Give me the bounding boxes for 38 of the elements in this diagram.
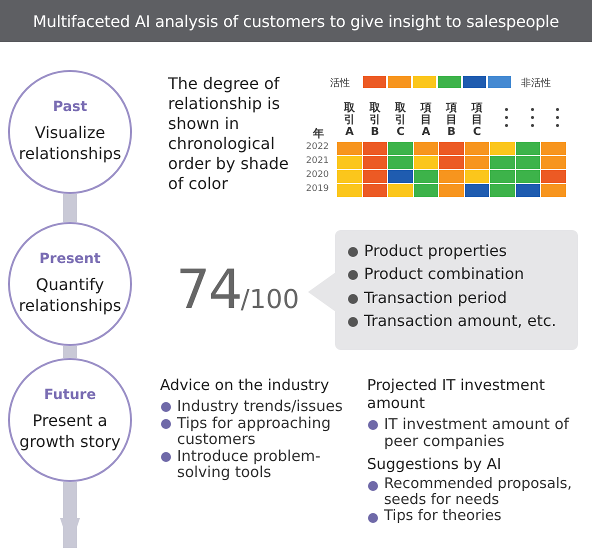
row-header: 2020: [306, 170, 329, 180]
bullet-item: Product combination: [347, 263, 570, 286]
scale-label: 非活性: [521, 76, 551, 90]
connector-arrow: [60, 482, 80, 548]
callout-box: [335, 230, 578, 350]
bullet-item: Introduce problem-solving tools: [160, 448, 357, 480]
bullet-item: Industry trends/issues: [160, 398, 357, 414]
row-header: 2022: [306, 142, 329, 152]
score-value: 74: [176, 258, 241, 321]
bullet-item: Recommended proposals, seeds for needs: [367, 477, 589, 509]
column-header: 項目C: [472, 102, 482, 138]
bullet-item: Tips for theories: [367, 508, 589, 525]
stage-label: Present: [39, 251, 101, 268]
row-header: 2019: [306, 184, 329, 194]
score-denominator: /100: [240, 285, 300, 315]
scale-label: 活性: [330, 76, 350, 90]
section-heading: Advice on the industry: [160, 376, 330, 394]
stage-title: Quantify relationships: [18, 275, 122, 317]
stage-label: Future: [44, 387, 96, 404]
bullet-item: Product properties: [347, 240, 570, 264]
column-header: 取引B: [370, 102, 380, 138]
bullet-item: IT investment amount of peer companies: [367, 416, 589, 449]
stage-title: Present a growth story: [18, 411, 122, 453]
bullet-item: Tips for approaching customers: [160, 414, 357, 448]
column-header: 取引C: [395, 102, 406, 138]
description-text: The degree of relationship is shown in chronological order by shade of color: [168, 74, 290, 194]
column-header: 取引A: [344, 102, 355, 138]
section-heading: Suggestions by AI: [367, 455, 502, 473]
column-header: 項目B: [446, 102, 457, 138]
axis-label: 年: [313, 126, 324, 141]
row-header: 2021: [306, 156, 329, 166]
title-banner: Multifaceted AI analysis of customers to give insight to salespeople: [0, 0, 592, 42]
column-header: 項目A: [420, 102, 432, 138]
stage-label: Past: [52, 99, 88, 116]
bullet-item: Transaction period: [347, 286, 570, 310]
stage-title: Visualize relationships: [18, 123, 122, 165]
bullet-item: Transaction amount, etc.: [347, 310, 570, 333]
section-heading: Projected IT investment amount: [367, 376, 546, 412]
